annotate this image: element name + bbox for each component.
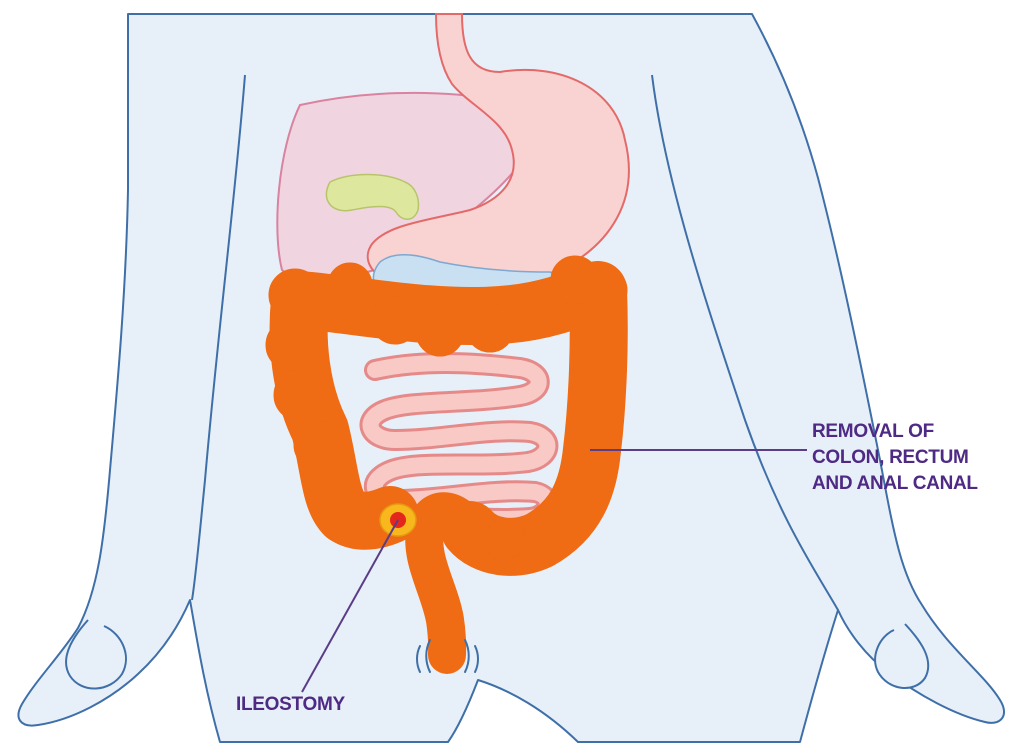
removal-label-line-1: REMOVAL OF (812, 419, 978, 445)
removal-label: REMOVAL OF COLON, RECTUM AND ANAL CANAL (812, 419, 978, 497)
removal-label-line-2: COLON, RECTUM (812, 445, 978, 471)
removal-label-line-3: AND ANAL CANAL (812, 471, 978, 497)
ileostomy-label: ILEOSTOMY (236, 692, 345, 718)
